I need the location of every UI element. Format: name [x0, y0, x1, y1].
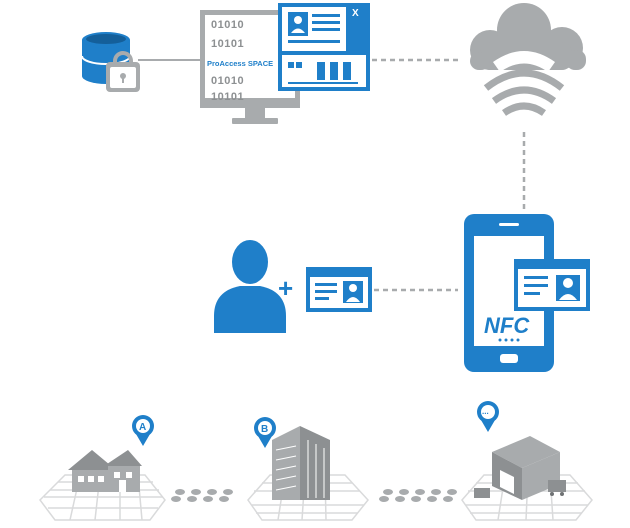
location-pin-a: A [132, 415, 154, 446]
id-card-icon [306, 267, 372, 312]
software-window: X [278, 3, 370, 91]
user-silhouette-icon [214, 240, 286, 333]
plus-sign: + [278, 273, 293, 303]
pin-label-b: B [261, 424, 268, 435]
mobile-id-card-icon [514, 259, 590, 311]
location-pin-b: B [254, 417, 276, 448]
pin-label-a: A [139, 422, 146, 433]
footprints-icon [379, 489, 457, 502]
warehouse-icon [474, 436, 566, 500]
house-icon [68, 450, 142, 492]
footprints-icon [171, 489, 233, 502]
window-close-icon[interactable]: X [352, 8, 359, 19]
office-building-icon [272, 426, 330, 500]
software-label: ProAccess SPACE [207, 59, 273, 68]
binary-row-2: 10101 [211, 38, 244, 50]
pin-label-c: ... [482, 407, 489, 416]
binary-row-3: 01010 [211, 75, 244, 87]
database-lock-icon [81, 32, 140, 92]
binary-row-1: 01010 [211, 19, 244, 31]
location-pin-c: ... [477, 401, 499, 432]
nfc-label: NFC [484, 313, 530, 338]
binary-row-4: 10101 [211, 91, 244, 103]
cloud-wireless-icon [470, 3, 586, 116]
connector-lines [138, 58, 526, 292]
smartphone-nfc-icon: NFC [464, 214, 554, 372]
